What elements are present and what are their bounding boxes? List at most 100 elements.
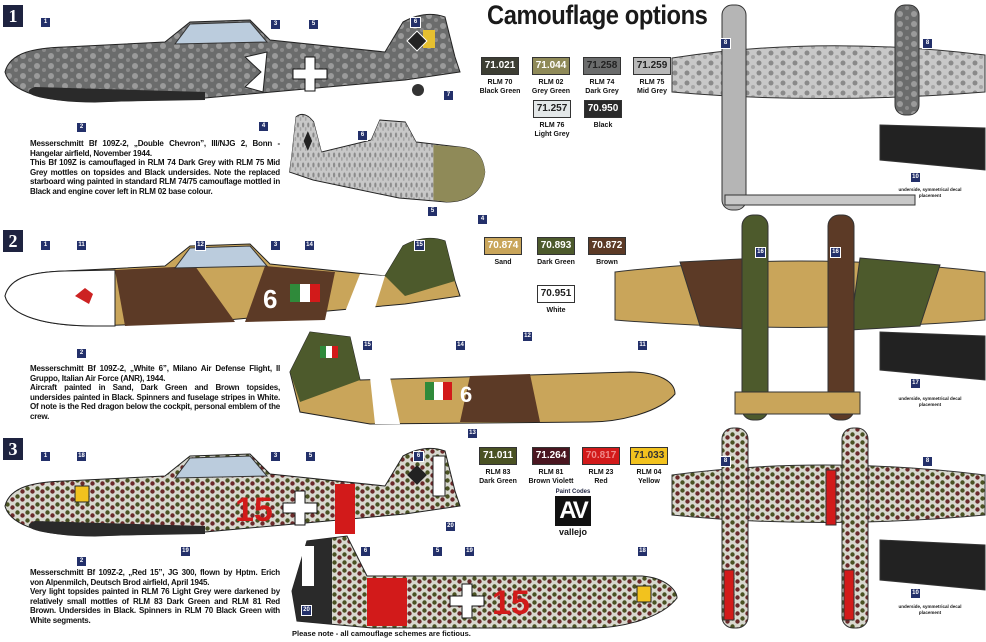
section-1-badge: 1 <box>3 5 23 27</box>
swatch-name: RLM 81 <box>538 469 564 476</box>
underside-note-1: underside, symmetrical decal placement <box>898 187 962 198</box>
swatch-subname: Dark Green <box>479 477 517 485</box>
decal-callout: 2 <box>76 122 87 133</box>
decal-callout: 15 <box>414 240 425 251</box>
swatch-subname: Black Green <box>479 87 521 95</box>
section-3-description: Messerschmitt Bf 109Z-2, „Red 15”, JG 30… <box>30 568 280 626</box>
profile-1-port <box>4 13 461 103</box>
description-title: Messerschmitt Bf 109Z-2, „Double Chevron… <box>30 139 280 158</box>
aircraft-number: 15 <box>492 584 530 622</box>
swatch-subname: Mid Grey <box>637 87 667 95</box>
profile-2-starboard: 6 <box>289 331 676 425</box>
swatch-subname: Red <box>594 477 608 485</box>
color-swatch: 71.044 <box>532 57 570 75</box>
swatch-label: Black <box>573 122 633 131</box>
color-swatch: 70.817 <box>582 447 620 465</box>
decal-callout: 6 <box>413 451 424 462</box>
color-swatch: 70.893 <box>537 237 575 255</box>
color-swatch: 70.950 <box>584 100 622 118</box>
page-title: Camouflage options <box>487 0 708 30</box>
swatch-name: RLM 70 <box>487 79 513 86</box>
decal-callout: 1 <box>40 17 51 28</box>
section-2-badge: 2 <box>3 230 23 252</box>
description-body: Aircraft painted in Sand, Dark Green and… <box>30 383 280 421</box>
decal-callout: 14 <box>455 340 466 351</box>
swatch-name: Black <box>593 122 613 129</box>
decal-callout: 2 <box>76 556 87 567</box>
decal-callout: 8 <box>922 456 933 467</box>
color-swatch: 70.872 <box>588 237 626 255</box>
decal-callout: 12 <box>195 240 206 251</box>
swatch-name: Sand <box>494 259 512 266</box>
decal-callout: 4 <box>477 214 488 225</box>
decal-callout: 5 <box>305 451 316 462</box>
color-swatch: 71.257 <box>533 100 571 118</box>
swatch-name: RLM 04 <box>636 469 662 476</box>
swatch-name: RLM 23 <box>588 469 614 476</box>
swatch-subname: Grey Green <box>531 87 571 95</box>
section-3-badge: 3 <box>3 438 23 460</box>
decal-callout: 19 <box>464 546 475 557</box>
decal-callout: 2 <box>76 348 87 359</box>
aircraft-number: 15 <box>235 491 273 529</box>
swatch-subname: Brown Violett <box>528 477 574 485</box>
description-body: Very light topsides painted in RLM 76 Li… <box>30 587 280 625</box>
decal-callout: 3 <box>270 240 281 251</box>
aircraft-number: 6 <box>263 284 277 314</box>
underside-note-3: underside, symmetrical decal placement <box>898 604 962 615</box>
decal-callout: 19 <box>180 546 191 557</box>
swatch-label: White <box>526 307 586 316</box>
aircraft-number: 6 <box>460 382 472 407</box>
top-view-3 <box>671 427 986 629</box>
decal-callout: 10 <box>910 588 921 599</box>
color-swatch: 71.258 <box>583 57 621 75</box>
swatch-name: Brown <box>596 259 618 266</box>
decal-callout: 8 <box>922 38 933 49</box>
swatch-name: RLM 76 <box>539 122 565 129</box>
underside-note-2: underside, symmetrical decal placement <box>898 396 962 407</box>
decal-callout: 5 <box>432 546 443 557</box>
section-2-description: Messerschmitt Bf 109Z-2, „White 6”, Mila… <box>30 364 280 422</box>
decal-callout: 15 <box>362 340 373 351</box>
swatch-name: White <box>546 307 566 314</box>
decal-callout: 18 <box>637 546 648 557</box>
decal-callout: 14 <box>304 240 315 251</box>
decal-callout: 20 <box>301 605 312 616</box>
decal-callout: 7 <box>443 90 454 101</box>
color-swatch: 71.011 <box>479 447 517 465</box>
decal-callout: 6 <box>410 17 421 28</box>
swatch-name: Dark Green <box>537 259 575 266</box>
decal-callout: 11 <box>637 340 648 351</box>
top-view-1 <box>671 4 986 211</box>
decal-callout: 6 <box>360 546 371 557</box>
color-swatch: 70.951 <box>537 285 575 303</box>
section-1-description: Messerschmitt Bf 109Z-2, „Double Chevron… <box>30 139 280 197</box>
paint-codes-label: Paint Codes <box>555 489 591 495</box>
profile-3-starboard: 15 <box>291 535 678 629</box>
decal-callout: 8 <box>720 456 731 467</box>
logo-mark: AV <box>555 496 591 526</box>
swatch-name: RLM 75 <box>639 79 665 86</box>
decal-callout: 13 <box>467 428 478 439</box>
decal-callout: 5 <box>427 206 438 217</box>
top-view-2 <box>614 214 986 421</box>
swatch-subname: Yellow <box>638 477 660 485</box>
decal-callout: 16 <box>755 247 766 258</box>
decal-callout: 16 <box>830 247 841 258</box>
description-title: Messerschmitt Bf 109Z-2, „White 6”, Mila… <box>30 364 280 383</box>
swatch-label: Brown <box>577 259 637 268</box>
decal-callout: 1 <box>40 240 51 251</box>
decal-callout: 17 <box>910 378 921 389</box>
swatch-label: Sand <box>473 259 533 268</box>
decal-callout: 1 <box>40 451 51 462</box>
swatch-label: Dark Green <box>526 259 586 268</box>
color-swatch: 71.259 <box>633 57 671 75</box>
swatch-name: RLM 02 <box>538 79 564 86</box>
